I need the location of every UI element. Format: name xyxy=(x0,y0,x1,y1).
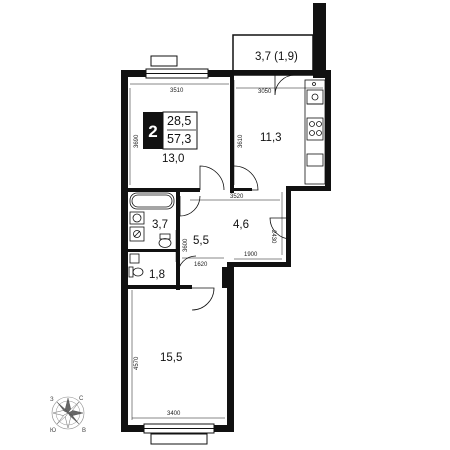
door-entry xyxy=(269,217,292,240)
hall-area: 5,5 xyxy=(193,235,209,247)
washing-machine xyxy=(129,211,145,225)
sink xyxy=(129,226,145,242)
kitchen-area: 11,3 xyxy=(260,132,282,144)
apartment-badge: 2 28,5 57,3 xyxy=(143,111,198,150)
room-count: 2 xyxy=(148,122,157,141)
toilet-wc xyxy=(132,267,144,277)
dim-corridor-top: 3520 xyxy=(230,194,244,200)
dim-hall-width: 1620 xyxy=(194,262,208,268)
dim-room2-height: 4570 xyxy=(134,356,140,370)
dim-corridor-bottom: 1900 xyxy=(244,252,258,258)
compass-south: Ю xyxy=(50,428,56,434)
compass-north: С xyxy=(79,396,84,402)
window-room1-sill xyxy=(150,55,178,67)
dim-hall-height: 3600 xyxy=(183,238,189,252)
exterior-walls xyxy=(121,3,331,432)
dim-room1-height: 3690 xyxy=(134,134,140,148)
loggia-area: 3,7 (1,9) xyxy=(255,51,298,63)
room-count-box xyxy=(143,112,163,149)
door-kitchen xyxy=(233,165,259,191)
door-room1 xyxy=(199,165,225,191)
wc-area: 1,8 xyxy=(149,269,165,281)
bathroom-fixtures xyxy=(128,192,175,278)
compass-rose: С З В Ю xyxy=(50,396,86,434)
window-room2-sill xyxy=(150,433,208,445)
compass-icon xyxy=(52,397,84,429)
corridor-area: 4,6 xyxy=(233,219,249,231)
doors xyxy=(177,74,296,311)
bathtub xyxy=(129,192,175,210)
dim-kitchen-width: 3050 xyxy=(258,89,272,95)
windows xyxy=(143,55,215,445)
compass-east: В xyxy=(82,428,86,434)
dim-corridor-depth: 2430 xyxy=(270,230,276,244)
compass-west: З xyxy=(50,397,54,403)
room1-area: 13,0 xyxy=(162,153,184,165)
kitchen-fixtures xyxy=(304,79,326,185)
total-area: 57,3 xyxy=(167,132,191,146)
dim-room2-width: 3400 xyxy=(167,411,181,417)
door-balcony xyxy=(274,74,296,96)
toilet-bath xyxy=(158,238,172,248)
dim-room1-width: 3510 xyxy=(170,88,184,94)
room2-area: 15,5 xyxy=(160,352,182,364)
door-room2 xyxy=(191,287,215,311)
door-wc xyxy=(177,255,197,275)
loggia xyxy=(232,34,314,76)
bathroom-area: 3,7 xyxy=(152,219,168,231)
wc-sink xyxy=(129,253,140,264)
dimension-lines xyxy=(129,80,323,420)
interior-walls xyxy=(128,75,252,290)
door-bath xyxy=(179,195,201,217)
area-box xyxy=(162,111,198,150)
dim-kitchen-height: 3610 xyxy=(238,134,244,148)
living-area: 28,5 xyxy=(167,114,191,128)
